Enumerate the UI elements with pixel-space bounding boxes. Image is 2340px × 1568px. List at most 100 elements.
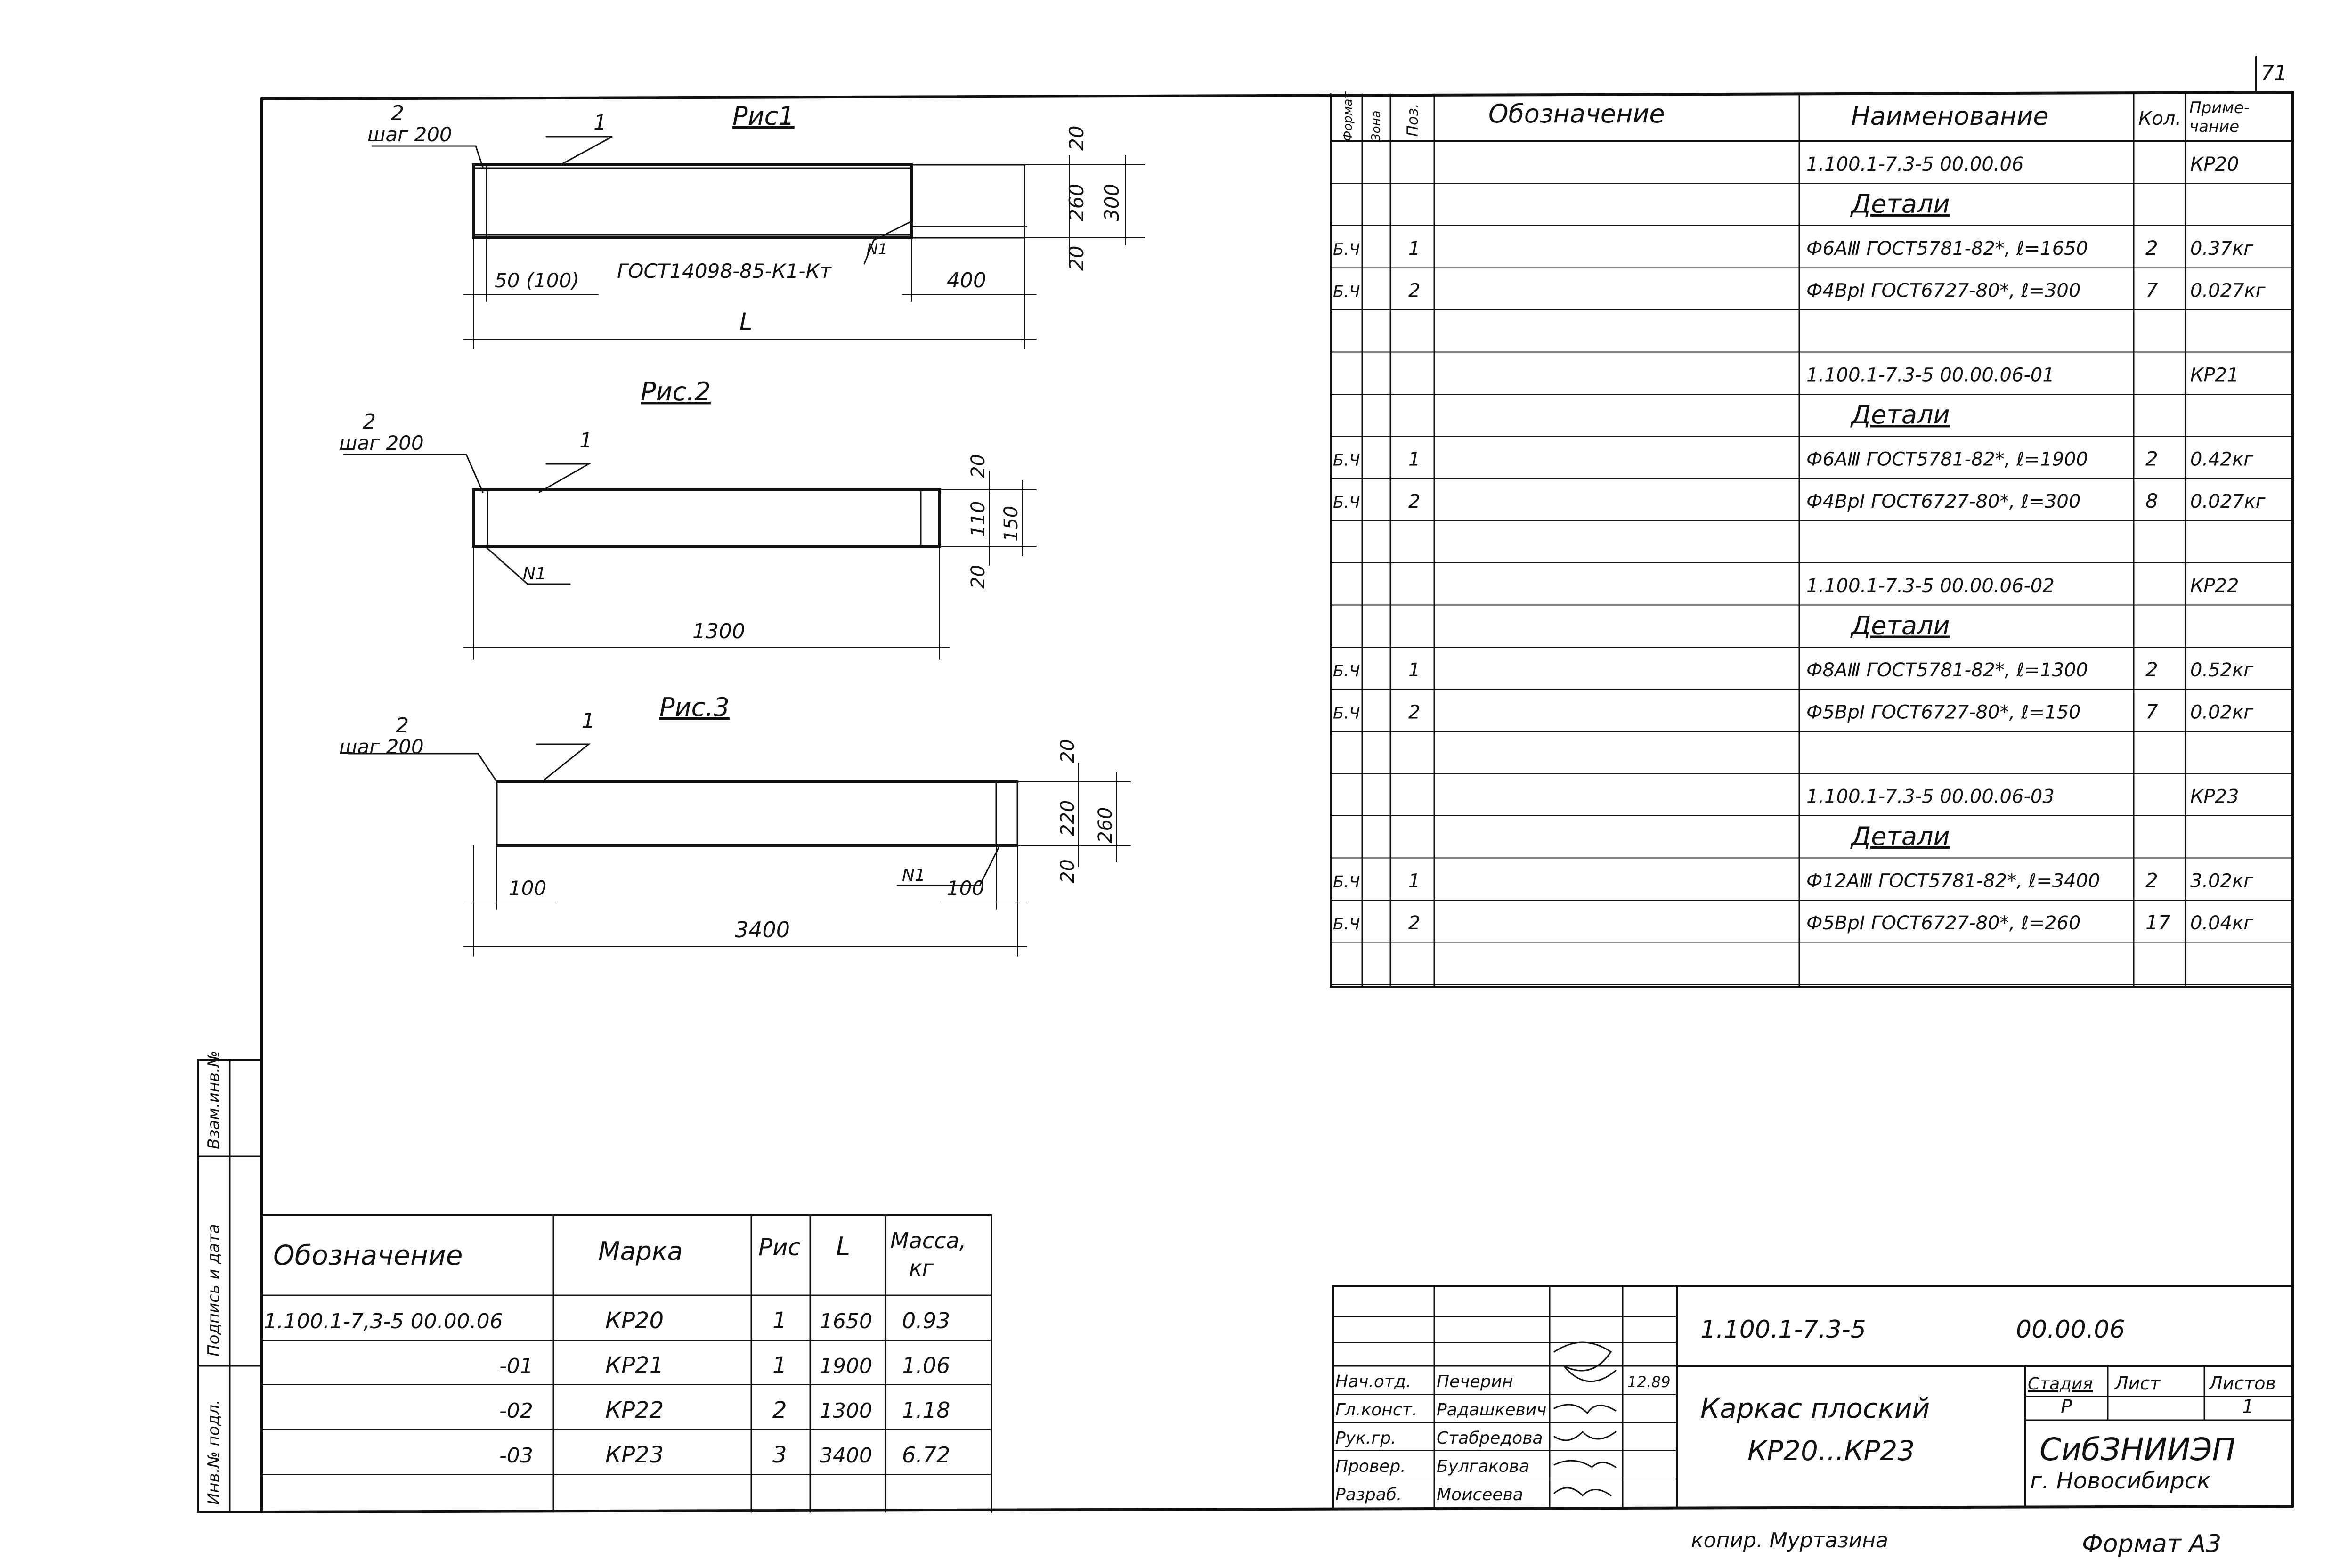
- tb-sheet-label: Лист: [2114, 1373, 2161, 1394]
- tb-subtitle: КР20...КР23: [1747, 1435, 1915, 1467]
- tb-role-label: Гл.конст.: [1335, 1400, 1417, 1420]
- spec-cell-pos: 2: [1408, 280, 1420, 302]
- spec-header-note-line1: Приме-: [2189, 98, 2250, 117]
- spec-cell-name: 1.100.1-7.3-5 00.00.06-01: [1806, 365, 2055, 386]
- spec-cell-format: Б.Ч: [1333, 240, 1360, 259]
- spec-cell-note: 0.02кг: [2190, 702, 2254, 723]
- tb-org: СибЗНИИЭП: [2039, 1431, 2235, 1468]
- fig3-bar-callout: 2: [396, 714, 409, 738]
- fig1-dim-end: 400: [947, 268, 986, 292]
- figure-3-drawing: [348, 743, 1131, 957]
- figure-2-labels: Рис.2 2 шаг 200 1 N1 1300 20 110 20 150: [339, 377, 1022, 643]
- fig2-bar-callout: 2: [363, 410, 376, 434]
- tb-role-person: Стабредова: [1437, 1429, 1543, 1448]
- marks-cell-length: 1650: [820, 1309, 872, 1333]
- spec-header-pos: Поз.: [1404, 103, 1422, 137]
- fig3-dim-offset-left: 100: [509, 877, 546, 900]
- tb-date: 12.89: [1627, 1373, 1671, 1391]
- spec-cell-note: КР20: [2190, 154, 2239, 175]
- tb-doc-number: 00.00.06: [2016, 1316, 2125, 1344]
- spec-cell-qty: 2: [2145, 447, 2158, 471]
- fig1-dim-total: 300: [1100, 184, 1123, 221]
- marks-cell-mass: 1.18: [902, 1397, 950, 1423]
- tb-role-label: Нач.отд.: [1335, 1372, 1411, 1391]
- fig1-dim-mid: 260: [1065, 184, 1088, 221]
- signature-marks: [1553, 1341, 1617, 1497]
- marks-cell-fig: 1: [772, 1352, 787, 1379]
- spec-cell-pos: 1: [1408, 238, 1420, 260]
- spec-table-grid: [1330, 93, 2294, 988]
- fig1-dim-bottom: 20: [1065, 246, 1088, 271]
- stamp-inv-dup: Взам.инв.№: [204, 1051, 223, 1149]
- spec-cell-qty: 7: [2145, 700, 2158, 723]
- marks-cell-fig: 1: [772, 1308, 787, 1334]
- tb-role-person: Печерин: [1437, 1372, 1513, 1391]
- spec-cell-name: Ф12АⅢ ГОСТ5781-82*, ℓ=3400: [1806, 870, 2100, 892]
- figure-2-caption: Рис.2: [641, 377, 711, 406]
- marks-cell-mass: 6.72: [902, 1442, 950, 1468]
- marks-header-designation: Обозначение: [273, 1239, 463, 1271]
- spec-cell-pos: 1: [1408, 659, 1420, 681]
- fig1-dim-length: L: [739, 308, 753, 335]
- spec-section-heading: Детали: [1850, 611, 1950, 641]
- marks-cell-length: 3400: [820, 1444, 872, 1468]
- tb-title: Каркас плоский: [1700, 1392, 1930, 1424]
- marks-header-mark: Марка: [598, 1236, 683, 1266]
- spec-cell-note: 3.02кг: [2190, 870, 2254, 892]
- spec-cell-name: 1.100.1-7.3-5 00.00.06-02: [1806, 575, 2055, 597]
- spec-section-heading: Детали: [1850, 189, 1950, 219]
- spec-cell-pos: 2: [1408, 912, 1420, 934]
- fig3-dim-top: 20: [1057, 739, 1079, 763]
- marks-cell-length: 1900: [820, 1354, 872, 1378]
- marks-header-mass-line1: Масса,: [890, 1228, 966, 1253]
- spec-cell-pos: 2: [1408, 491, 1420, 512]
- tb-role-label: Рук.гр.: [1335, 1429, 1396, 1448]
- fig2-dim-mid: 110: [967, 501, 989, 537]
- tb-doc-code: 1.100.1-7.3-5: [1700, 1316, 1866, 1344]
- marks-cell-designation: 1.100.1-7,3-5 00.00.06: [264, 1309, 503, 1333]
- spec-header-zone: Зона: [1369, 110, 1383, 141]
- marks-header-mass-line2: кг: [909, 1255, 934, 1281]
- spec-cell-name: 1.100.1-7.3-5 00.00.06: [1806, 154, 2023, 175]
- fig1-rod-callout: 1: [593, 111, 607, 135]
- spec-cell-pos: 1: [1408, 870, 1420, 892]
- spec-header-designation: Обозначение: [1488, 99, 1665, 129]
- spec-cell-format: Б.Ч: [1333, 662, 1360, 681]
- marks-header-mass: Масса, кг: [890, 1228, 973, 1281]
- tb-city: г. Новосибирск: [2030, 1468, 2210, 1494]
- figure-3-labels: Рис.3 2 шаг 200 1 N1 100 100 3400 20 220…: [339, 692, 1116, 942]
- fig3-rod-callout: 1: [582, 709, 595, 733]
- spec-row-lines: [1330, 140, 2294, 985]
- spec-cell-name: Ф4ВрⅠ ГОСТ6727-80*, ℓ=300: [1806, 491, 2080, 512]
- marks-cell-mass: 0.93: [902, 1308, 950, 1333]
- spec-header-note: Приме- чание: [2189, 98, 2255, 136]
- tb-stage-value: Р: [2061, 1396, 2072, 1418]
- spec-cell-format: Б.Ч: [1333, 704, 1360, 723]
- fig3-dim-mid: 220: [1057, 800, 1079, 836]
- spec-cell-pos: 1: [1408, 449, 1420, 471]
- spec-cell-name: Ф6АⅢ ГОСТ5781-82*, ℓ=1650: [1806, 238, 2088, 260]
- fig2-dim-top: 20: [967, 454, 989, 478]
- spec-section-heading: Детали: [1850, 400, 1950, 430]
- fig3-dim-total: 260: [1095, 807, 1116, 843]
- spec-header-name: Наименование: [1851, 101, 2049, 131]
- marks-cell-mark: КР21: [605, 1352, 664, 1379]
- spec-cell-pos: 2: [1408, 702, 1420, 723]
- fig2-weld-node: N1: [523, 564, 546, 584]
- spec-cell-qty: 2: [2145, 236, 2158, 260]
- marks-cell-mark: КР20: [605, 1308, 664, 1334]
- spec-cell-name: Ф5ВрⅠ ГОСТ6727-80*, ℓ=260: [1806, 912, 2080, 934]
- spec-cell-name: Ф5ВрⅠ ГОСТ6727-80*, ℓ=150: [1806, 702, 2080, 723]
- fig2-dim-length: 1300: [692, 619, 745, 643]
- tb-role-person: Радашкевич: [1437, 1400, 1546, 1420]
- spec-cell-note: 0.027кг: [2190, 491, 2266, 512]
- side-stamp-grid: [197, 1059, 262, 1513]
- spec-cell-qty: 8: [2145, 489, 2158, 512]
- spec-cell-name: Ф6АⅢ ГОСТ5781-82*, ℓ=1900: [1806, 449, 2088, 471]
- spec-cell-format: Б.Ч: [1333, 283, 1360, 301]
- spec-cell-note: 0.37кг: [2190, 238, 2254, 260]
- fig3-dim-length: 3400: [735, 917, 790, 942]
- tb-role-label: Разраб.: [1335, 1485, 1402, 1504]
